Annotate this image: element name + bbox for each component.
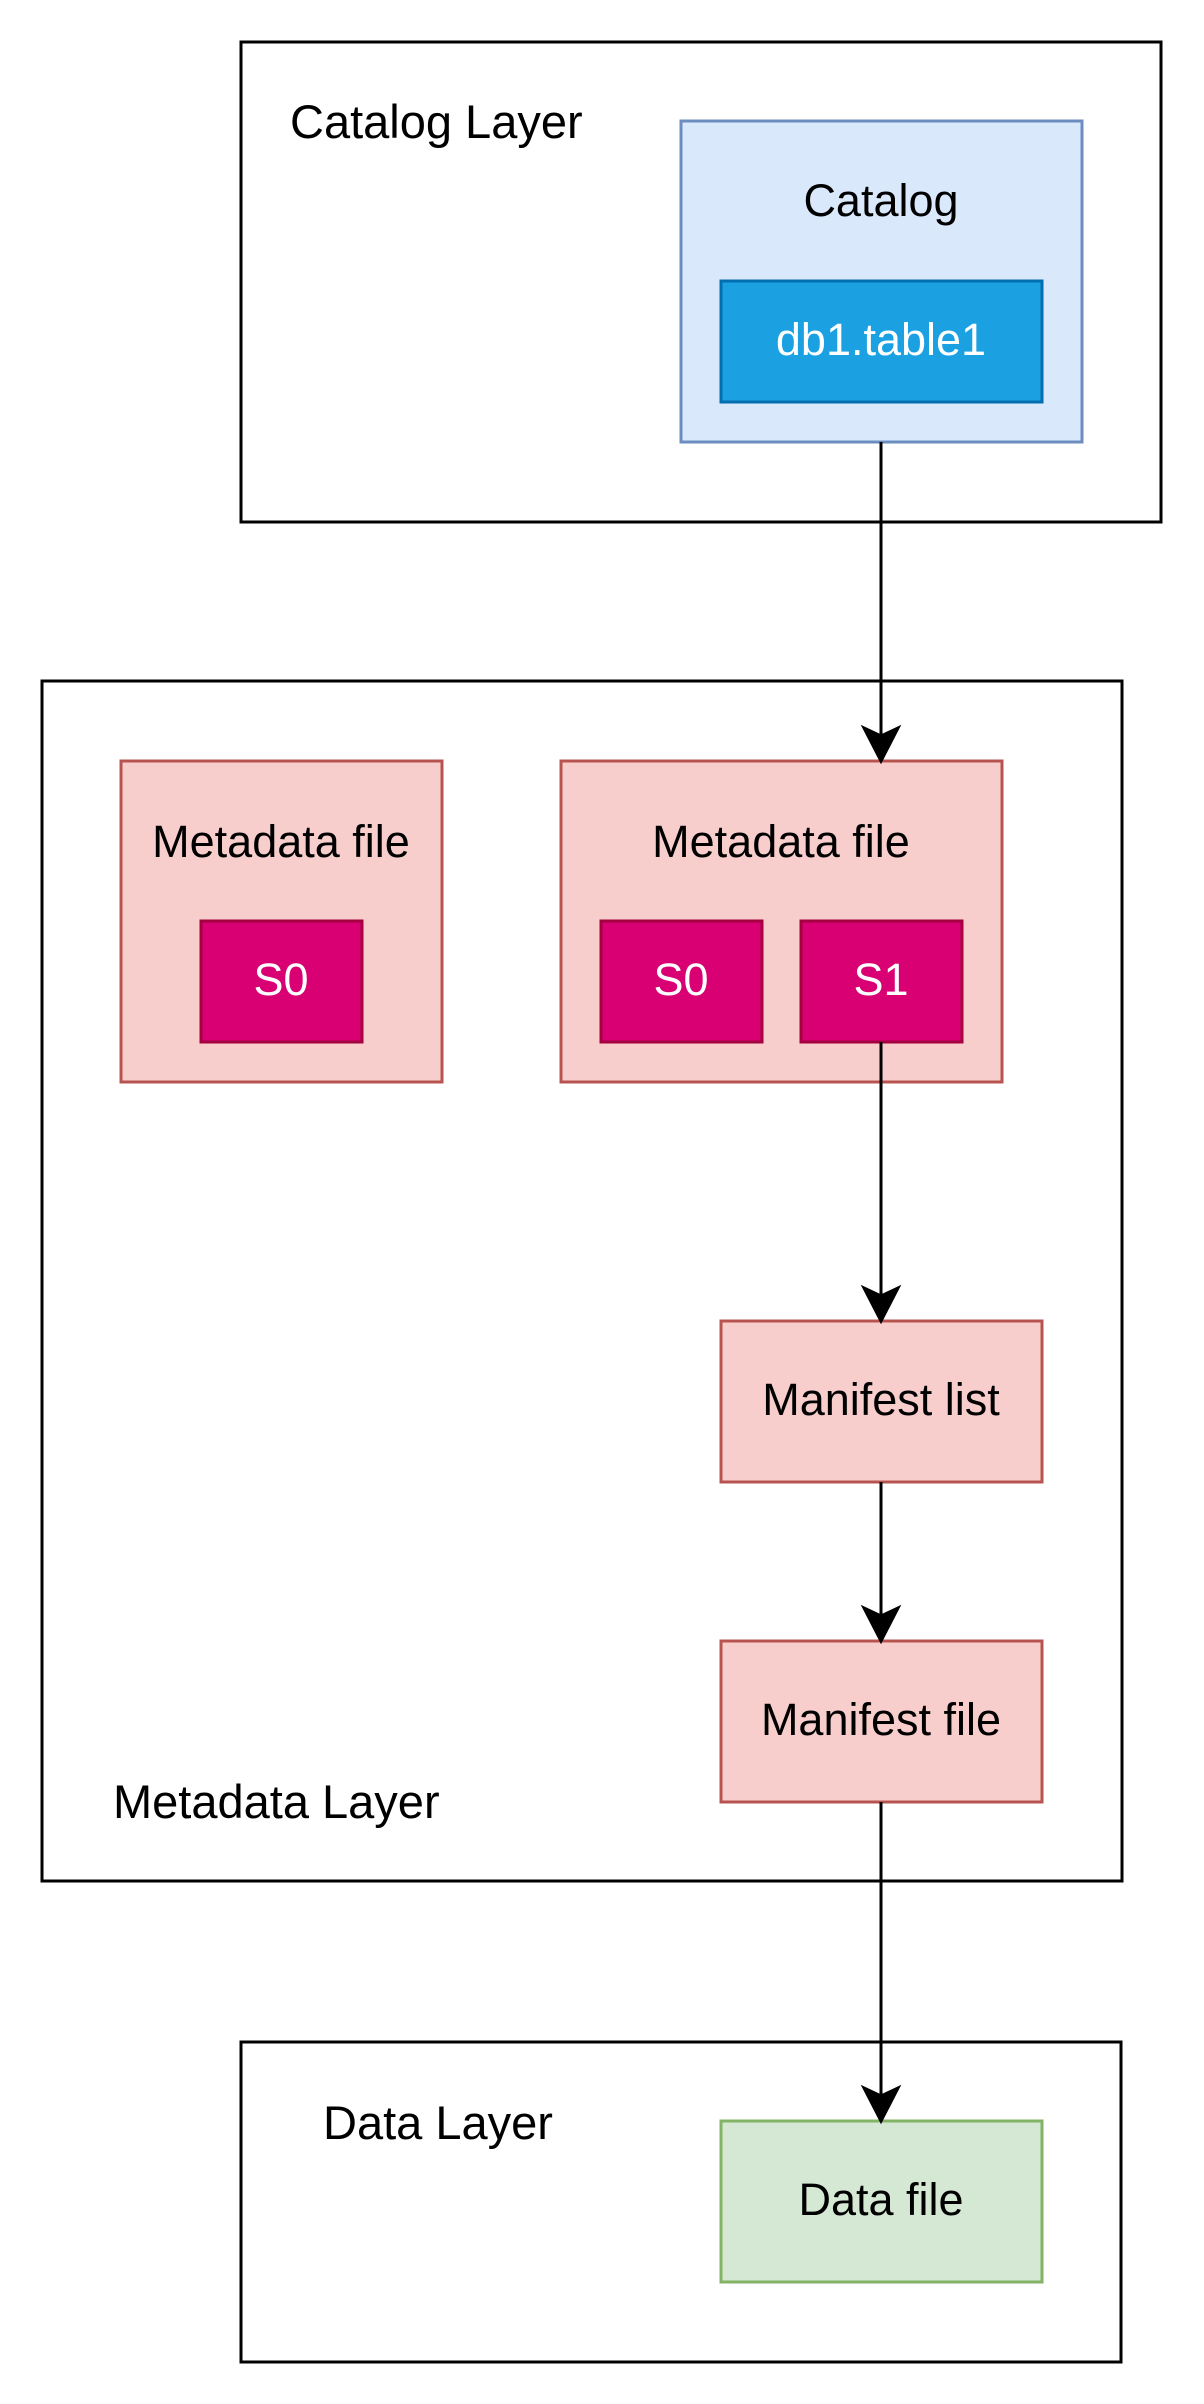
metadata-file-new-label: Metadata file bbox=[652, 816, 910, 867]
metadata-layer-label: Metadata Layer bbox=[113, 1775, 440, 1828]
metadata-file-old-snapshot-s0-label: S0 bbox=[253, 954, 308, 1005]
metadata-file-new-snapshot-s0-label: S0 bbox=[653, 954, 708, 1005]
data-layer-label: Data Layer bbox=[323, 2096, 553, 2149]
manifest-file-node: Manifest file bbox=[719, 1639, 1044, 1804]
edge-table-to-metadata-file bbox=[860, 442, 902, 765]
edge-manifest-list-to-manifest-file bbox=[860, 1482, 902, 1645]
metadata-file-old-snapshot-s0-box bbox=[199, 919, 364, 1044]
table-node: db1.table1 bbox=[719, 279, 1044, 404]
manifest-file-label: Manifest file bbox=[761, 1694, 1001, 1745]
catalog-layer-label: Catalog Layer bbox=[290, 95, 583, 148]
catalog-label: Catalog bbox=[803, 175, 958, 226]
metadata-file-new: Metadata file S0 S1 bbox=[559, 759, 1004, 1084]
edge-manifest-file-to-data-file bbox=[860, 1802, 902, 2125]
manifest-list-label: Manifest list bbox=[762, 1374, 1000, 1425]
edge-manifest-file-to-data-file-arrow bbox=[860, 2084, 902, 2125]
data-file-box bbox=[719, 2119, 1044, 2284]
edge-table-to-metadata-file-arrow bbox=[860, 724, 902, 765]
metadata-file-new-snapshot-s1-label: S1 bbox=[853, 954, 908, 1005]
manifest-list-box bbox=[719, 1319, 1044, 1484]
edge-s1-to-manifest-list bbox=[860, 1042, 902, 1325]
edge-manifest-list-to-manifest-file-arrow bbox=[860, 1604, 902, 1645]
data-file-label: Data file bbox=[798, 2174, 963, 2225]
metadata-file-old-label: Metadata file bbox=[152, 816, 410, 867]
edge-s1-to-manifest-list-arrow bbox=[860, 1284, 902, 1325]
edges bbox=[860, 442, 902, 2125]
table-label: db1.table1 bbox=[776, 314, 986, 365]
metadata-file-new-snapshot-s0-box bbox=[599, 919, 764, 1044]
table-box bbox=[719, 279, 1044, 404]
data-file-node: Data file bbox=[719, 2119, 1044, 2284]
metadata-file-new-snapshot-s1-box bbox=[799, 919, 964, 1044]
manifest-list-node: Manifest list bbox=[719, 1319, 1044, 1484]
metadata-file-old: Metadata file S0 bbox=[119, 759, 444, 1084]
